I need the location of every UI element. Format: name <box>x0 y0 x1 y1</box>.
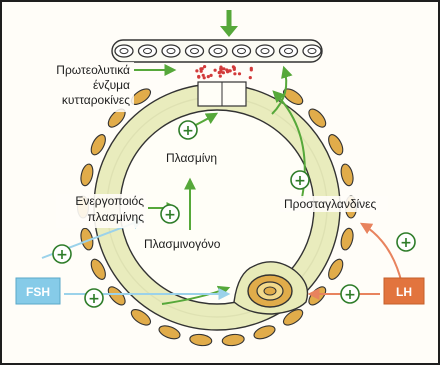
epithelium-cell <box>256 45 274 57</box>
label-plasmin: Πλασμίνη <box>166 151 217 165</box>
epithelium-cell <box>162 45 180 57</box>
granulosa-cell <box>339 227 355 251</box>
fsh-label: FSH <box>26 285 50 299</box>
epithelium-cell <box>233 45 251 57</box>
granulosa-cell <box>88 132 108 157</box>
epithelium-cell <box>186 45 204 57</box>
label-enzymes-2: ένζυμα <box>93 78 130 92</box>
svg-text:+: + <box>344 287 356 303</box>
granulosa-cell <box>252 323 276 341</box>
epithelium-cells <box>115 45 321 57</box>
plus-icon: + <box>179 121 197 139</box>
enzyme-dot <box>203 65 206 68</box>
enzyme-dot <box>197 76 200 79</box>
enzyme-dot <box>233 68 236 71</box>
label-plasminogen: Πλασμινογόνο <box>144 237 221 251</box>
stigma-region <box>198 82 246 106</box>
enzyme-dot <box>219 70 222 73</box>
epithelium-cell <box>280 45 298 57</box>
epithelium-cell <box>303 45 321 57</box>
svg-text:+: + <box>294 173 306 189</box>
plus-icon: + <box>161 205 179 223</box>
enzyme-dot <box>201 67 204 70</box>
svg-text:+: + <box>164 207 176 223</box>
enzyme-dot <box>250 68 253 71</box>
svg-text:+: + <box>400 235 412 251</box>
granulosa-cell <box>326 257 346 282</box>
label-prostaglandins: Προσταγλανδίνες <box>284 197 377 211</box>
enzyme-dot <box>229 69 232 72</box>
fsh-box: FSH <box>16 278 60 304</box>
enzyme-dot <box>202 74 205 77</box>
label-enzymes-1: Πρωτεολυτικά <box>56 63 130 77</box>
label-activator-2: πλασμίνης <box>88 210 145 224</box>
enzyme-dot <box>214 69 217 72</box>
granulosa-cell <box>326 132 346 157</box>
plus-icon: + <box>85 289 103 307</box>
granulosa-cell <box>189 333 212 347</box>
granulosa-cell <box>339 163 355 187</box>
rupture-arrow <box>220 10 238 37</box>
epithelium-cell <box>115 45 133 57</box>
granulosa-cell <box>88 257 108 282</box>
epithelium-cell <box>139 45 157 57</box>
enzyme-dot <box>233 72 236 75</box>
enzyme-dots <box>195 65 253 79</box>
enzyme-dot <box>219 75 222 78</box>
epithelium-cell <box>209 45 227 57</box>
plus-icon: + <box>341 285 359 303</box>
svg-text:+: + <box>88 291 100 307</box>
enzyme-dot <box>249 76 252 79</box>
plus-icon: + <box>397 233 415 251</box>
enzyme-dot <box>225 68 228 71</box>
enzyme-dot <box>238 72 241 75</box>
enzyme-dot <box>207 75 210 78</box>
plus-icon: + <box>53 245 71 263</box>
surface-epithelium <box>112 40 322 62</box>
plus-icon: + <box>291 171 309 189</box>
label-activator-1: Ενεργοποιός <box>75 194 144 208</box>
svg-text:+: + <box>182 123 194 139</box>
lh-label: LH <box>396 285 412 299</box>
granulosa-cell <box>79 163 95 187</box>
granulosa-cell <box>222 333 245 347</box>
label-enzymes-3: κυτταροκίνες <box>62 93 130 107</box>
svg-text:+: + <box>56 247 68 263</box>
granulosa-cell <box>157 323 181 341</box>
enzyme-dot <box>219 66 222 69</box>
enzyme-dot <box>195 69 198 72</box>
lh-box: LH <box>384 278 424 304</box>
enzyme-dot <box>210 74 213 77</box>
